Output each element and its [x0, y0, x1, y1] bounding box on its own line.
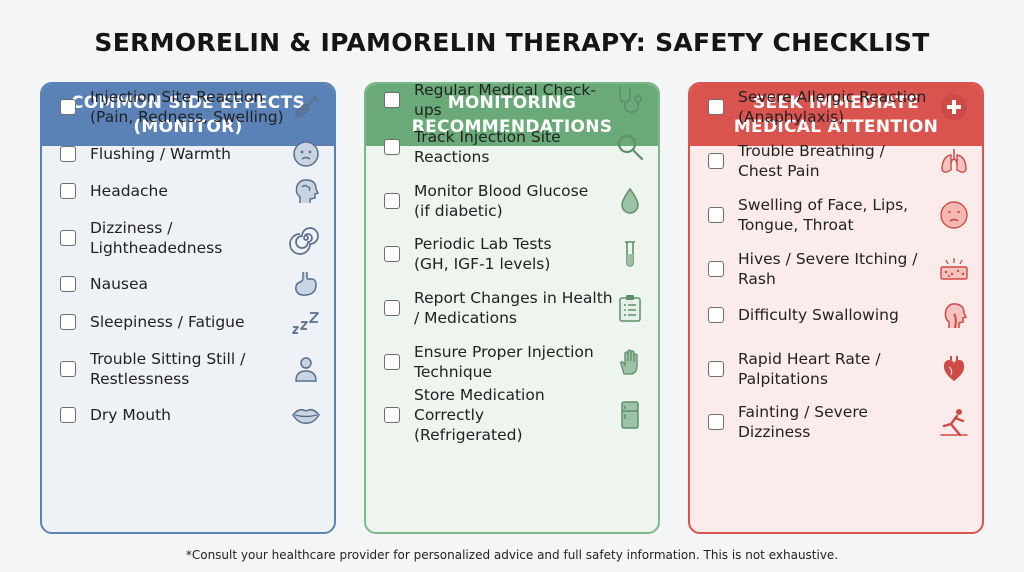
checkbox[interactable]	[384, 246, 400, 262]
column-emergency: SEEK IMMEDIATE MEDICAL ATTENTION Severe …	[688, 82, 984, 534]
checklist-item-label: Severe Allergic Reaction (Anaphylaxis)	[738, 88, 927, 126]
checkbox[interactable]	[384, 300, 400, 316]
checklist-item: Sleepiness / Fatigue	[42, 300, 334, 344]
checkbox[interactable]	[384, 193, 400, 209]
checkbox[interactable]	[708, 414, 724, 430]
checklist-item: Dizziness / Lightheadedness	[42, 216, 334, 260]
checklist-item: Flushing / Warmth	[42, 132, 334, 176]
checkbox[interactable]	[60, 230, 76, 246]
blood-drop-icon	[614, 185, 646, 217]
checklist-item-label: Hives / Severe Itching / Rash	[738, 250, 918, 288]
medical-cross-icon	[938, 91, 970, 123]
checklist-item-label: Trouble Breathing / Chest Pain	[738, 142, 885, 180]
checklist-item-label: Dry Mouth	[90, 406, 171, 424]
checklist-item-label: Report Changes in Health / Medications	[414, 289, 613, 327]
magnifier-icon	[614, 131, 646, 163]
heart-icon	[938, 353, 970, 385]
checklist-item: Ensure Proper Injection Technique	[366, 340, 658, 384]
throat-icon	[938, 299, 970, 331]
checkbox[interactable]	[708, 99, 724, 115]
checklist-item: Injection Site Reaction (Pain, Redness, …	[42, 85, 334, 129]
checklist-item-label: Monitor Blood Glucose (if diabetic)	[414, 182, 589, 220]
checkbox[interactable]	[60, 276, 76, 292]
checklist-item-label: Flushing / Warmth	[90, 145, 231, 163]
flushed-face-icon	[290, 138, 322, 170]
checklist-item-label: Rapid Heart Rate / Palpitations	[738, 350, 881, 388]
checkbox[interactable]	[384, 139, 400, 155]
checklist-item: Trouble Sitting Still / Restlessness	[42, 347, 334, 391]
checklist-item-label: Trouble Sitting Still / Restlessness	[90, 350, 246, 388]
checklist-item: Severe Allergic Reaction (Anaphylaxis)	[690, 85, 982, 129]
checklist-item: Store Medication Correctly (Refrigerated…	[366, 386, 658, 444]
hand-icon	[614, 346, 646, 378]
zzz-icon	[290, 306, 322, 338]
checklist-item: Fainting / Severe Dizziness	[690, 400, 982, 444]
fainting-person-icon	[938, 406, 970, 438]
head-icon	[290, 175, 322, 207]
checklist-item: Swelling of Face, Lips, Tongue, Throat	[690, 193, 982, 237]
checklist-item-label: Ensure Proper Injection Technique	[414, 343, 594, 381]
spiral-icon	[289, 222, 322, 255]
checklist-item-label: Sleepiness / Fatigue	[90, 313, 245, 331]
checkbox[interactable]	[60, 183, 76, 199]
column-header: SEEK IMMEDIATE MEDICAL ATTENTION	[690, 84, 982, 146]
checklist-item-label: Headache	[90, 182, 168, 200]
checkbox[interactable]	[708, 361, 724, 377]
checkbox[interactable]	[60, 407, 76, 423]
checklist-item: Periodic Lab Tests (GH, IGF-1 levels)	[366, 232, 658, 276]
lips-icon	[290, 399, 322, 431]
checklist-item-label: Fainting / Severe Dizziness	[738, 403, 868, 441]
checkbox[interactable]	[60, 361, 76, 377]
checklist-item: Regular Medical Check-ups	[366, 82, 658, 122]
checklist-item: Track Injection Site Reactions	[366, 125, 658, 169]
checklist-item-label: Track Injection Site Reactions	[414, 128, 561, 166]
checklist-item-label: Nausea	[90, 275, 149, 293]
checkbox[interactable]	[384, 92, 400, 108]
column-header: MONITORING RECOMMENDATIONS	[366, 84, 658, 146]
column-monitoring: MONITORING RECOMMENDATIONS Regular Medic…	[364, 82, 660, 534]
refrigerator-icon	[614, 399, 646, 431]
checklist-item: Headache	[42, 169, 334, 213]
checkbox[interactable]	[384, 407, 400, 423]
checkbox[interactable]	[60, 314, 76, 330]
lungs-icon	[938, 145, 970, 177]
checklist-item: Difficulty Swallowing	[690, 293, 982, 337]
checklist-item: Hives / Severe Itching / Rash	[690, 247, 982, 291]
checklist-item: Rapid Heart Rate / Palpitations	[690, 347, 982, 391]
checklist-item-label: Dizziness / Lightheadedness	[90, 219, 223, 257]
checklist-item-label: Swelling of Face, Lips, Tongue, Throat	[738, 196, 909, 234]
checkbox[interactable]	[384, 354, 400, 370]
checklist-item-label: Periodic Lab Tests (GH, IGF-1 levels)	[414, 235, 552, 273]
clipboard-icon	[614, 292, 646, 324]
page-title: SERMORELIN & IPAMORELIN THERAPY: SAFETY …	[94, 28, 930, 57]
checklist-item: Dry Mouth	[42, 393, 334, 437]
checkbox[interactable]	[60, 146, 76, 162]
checkbox[interactable]	[708, 207, 724, 223]
footnote: *Consult your healthcare provider for pe…	[185, 548, 839, 562]
column-header: COMMON SIDE EFFECTS (MONITOR)	[42, 84, 334, 146]
checkbox[interactable]	[708, 307, 724, 323]
checklist-item-label: Difficulty Swallowing	[738, 306, 899, 324]
stethoscope-icon	[614, 84, 646, 116]
syringe-icon	[290, 91, 322, 123]
checklist-item: Report Changes in Health / Medications	[366, 286, 658, 330]
checkbox[interactable]	[708, 261, 724, 277]
checkbox[interactable]	[708, 153, 724, 169]
person-icon	[290, 353, 322, 385]
checklist-item-label: Regular Medical Check-ups	[414, 82, 596, 119]
swollen-face-icon	[938, 199, 970, 231]
checkbox[interactable]	[60, 99, 76, 115]
test-tube-icon	[614, 238, 646, 270]
checklist-item: Nausea	[42, 262, 334, 306]
column-side-effects: COMMON SIDE EFFECTS (MONITOR) Injection …	[40, 82, 336, 534]
stomach-icon	[290, 268, 322, 300]
checklist-item: Trouble Breathing / Chest Pain	[690, 139, 982, 183]
checklist-item: Monitor Blood Glucose (if diabetic)	[366, 179, 658, 223]
rash-skin-icon	[938, 253, 970, 285]
checklist-item-label: Store Medication Correctly (Refrigerated…	[414, 386, 545, 444]
checklist-item-label: Injection Site Reaction (Pain, Redness, …	[90, 88, 284, 126]
